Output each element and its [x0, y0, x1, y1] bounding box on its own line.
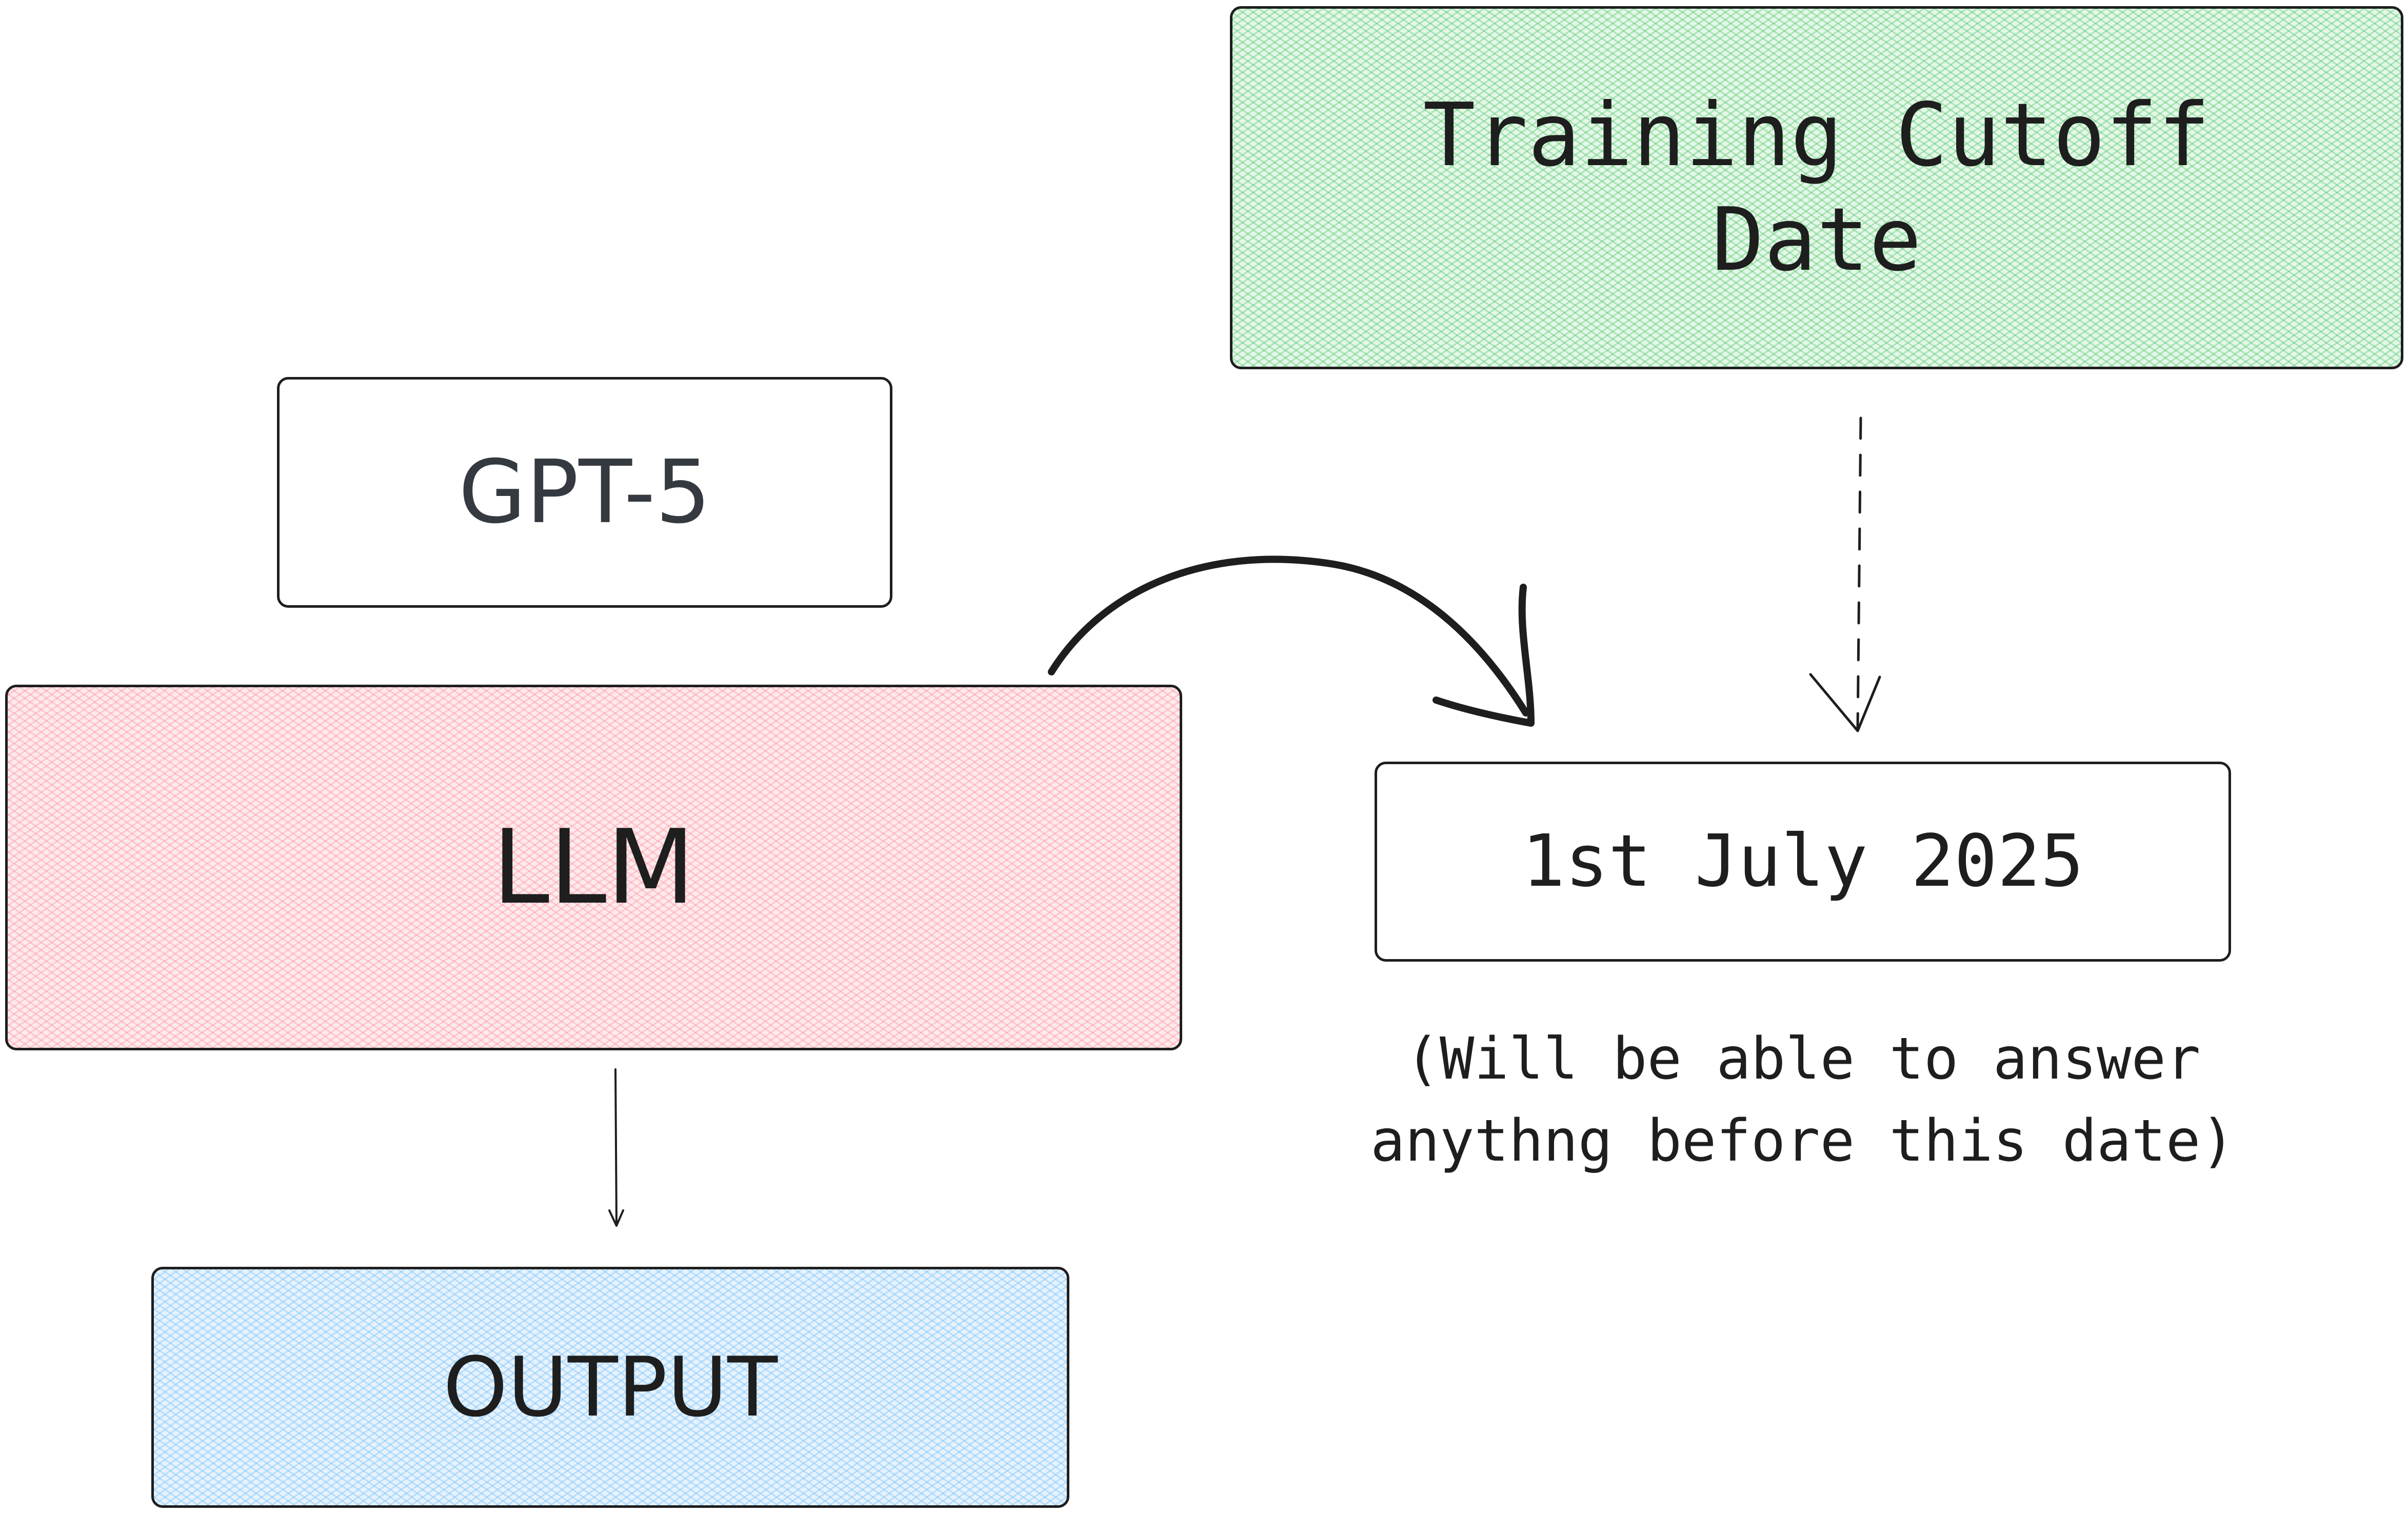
gpt5-label: GPT-5	[459, 442, 711, 543]
training-cutoff-label: Training Cutoff Date	[1423, 85, 2211, 291]
llm-node: LLM	[5, 685, 1182, 1050]
arrowhead-llm-to-output	[608, 1209, 624, 1227]
llm-label: LLM	[492, 807, 695, 927]
training-cutoff-node: Training Cutoff Date	[1230, 6, 2403, 369]
arrowhead-cutoff-to-date	[1809, 673, 1881, 732]
arrow-llm-to-date	[1048, 555, 1529, 716]
gpt5-node: GPT-5	[277, 377, 892, 608]
cutoff-note: (Will be able to answer anythng before t…	[1370, 1026, 2235, 1174]
output-node: OUTPUT	[151, 1267, 1069, 1508]
cutoff-date-node: 1st July 2025	[1375, 762, 2231, 962]
arrow-llm-to-output	[614, 1068, 618, 1224]
arrowhead-llm-to-date	[1432, 584, 1535, 727]
cutoff-date-label: 1st July 2025	[1522, 820, 2084, 903]
output-label: OUTPUT	[443, 1339, 778, 1435]
arrow-cutoff-to-date	[1856, 416, 1862, 730]
